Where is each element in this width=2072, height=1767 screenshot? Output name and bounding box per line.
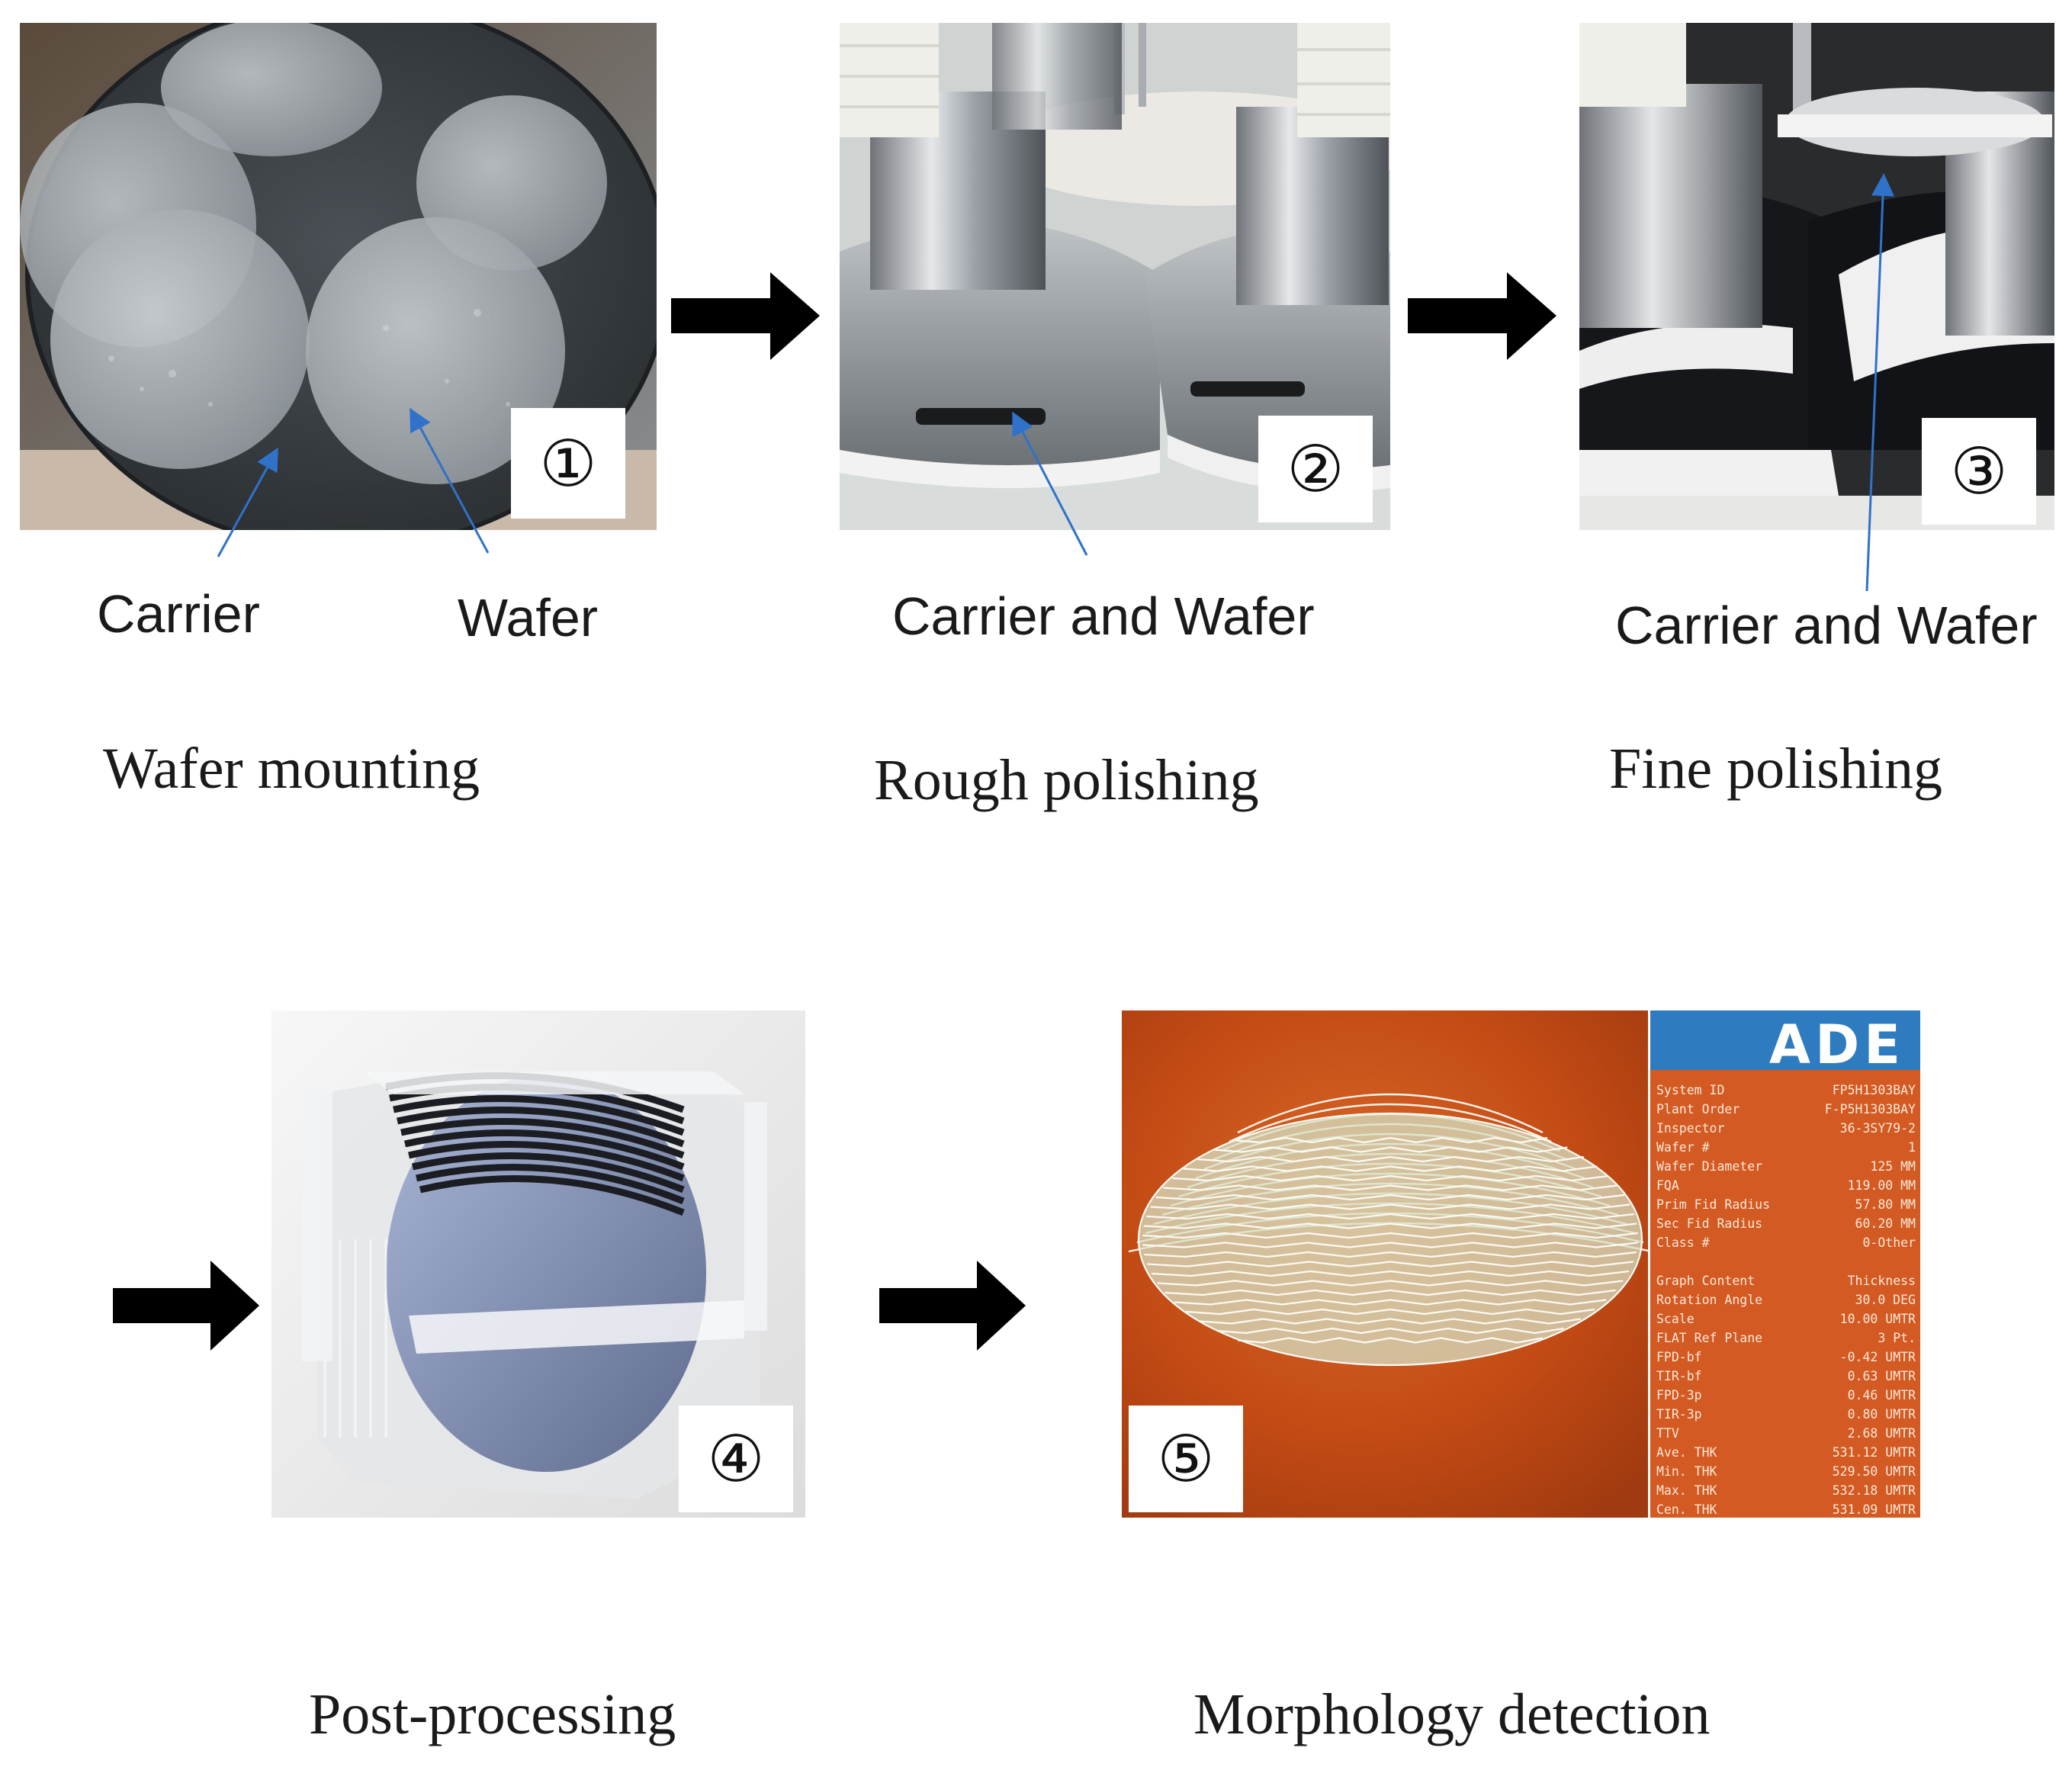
parameter-key: TIR-3p <box>1656 1407 1702 1422</box>
parameter-key: Wafer # <box>1656 1140 1710 1155</box>
parameter-row: Cen. THK 531.09 UMTR <box>1656 1500 1916 1518</box>
parameter-row: Prim Fid Radius 57.80 MM <box>1656 1195 1916 1214</box>
parameter-key: Cen. THK <box>1656 1502 1717 1517</box>
parameter-row: FLAT Ref Plane 3 Pt. <box>1656 1328 1916 1348</box>
parameter-key: Max. THK <box>1656 1483 1717 1498</box>
parameter-value: Thickness <box>1847 1274 1916 1288</box>
caption-fine-polishing: Fine polishing <box>1609 737 1943 801</box>
parameter-row: FPD-bf -0.42 UMTR <box>1656 1348 1916 1367</box>
step-number-1: ① <box>511 408 625 519</box>
parameter-row: Inspector 36-3SY79-2 <box>1656 1119 1916 1138</box>
parameter-value: 30.0 DEG <box>1855 1293 1916 1307</box>
parameter-row: Max. THK 532.18 UMTR <box>1656 1481 1916 1500</box>
parameter-row: Plant Order F-P5H1303BAY <box>1656 1100 1916 1119</box>
flow-arrow-2-to-3 <box>1408 272 1556 360</box>
step-number-3: ③ <box>1922 418 2036 525</box>
parameter-value: 125 MM <box>1870 1159 1916 1174</box>
parameter-row: Scale 10.00 UMTR <box>1656 1309 1916 1328</box>
parameter-value: 3 Pt. <box>1878 1331 1916 1345</box>
parameter-row: Min. THK 529.50 UMTR <box>1656 1462 1916 1481</box>
parameter-key: FPD-bf <box>1656 1350 1702 1364</box>
parameter-value: 532.18 UMTR <box>1832 1483 1916 1498</box>
parameter-key: System ID <box>1656 1083 1725 1097</box>
caption-wafer-mounting: Wafer mounting <box>103 737 480 801</box>
parameter-key: Min. THK <box>1656 1464 1717 1479</box>
parameter-value: 0-Other <box>1862 1235 1916 1250</box>
parameter-key: Graph Content <box>1656 1274 1756 1288</box>
parameter-key: TTV <box>1656 1426 1679 1441</box>
parameter-value: 2.68 UMTR <box>1847 1426 1916 1441</box>
carrier-and-wafer-label-3: Carrier and Wafer <box>1615 596 2038 655</box>
parameter-key: Rotation Angle <box>1656 1293 1763 1307</box>
parameter-value: 0.63 UMTR <box>1847 1369 1916 1383</box>
parameter-key: Plant Order <box>1656 1102 1740 1116</box>
parameter-key: FLAT Ref Plane <box>1656 1331 1763 1345</box>
parameter-value: -0.42 UMTR <box>1839 1350 1916 1364</box>
parameter-value: 0.46 UMTR <box>1847 1388 1916 1402</box>
flow-arrow-1-to-2 <box>671 272 820 360</box>
parameter-key: Sec Fid Radius <box>1656 1216 1763 1231</box>
parameter-row: Ave. THK 531.12 UMTR <box>1656 1443 1916 1462</box>
parameter-row: TIR-bf 0.63 UMTR <box>1656 1367 1916 1386</box>
parameter-key: Scale <box>1656 1312 1695 1326</box>
parameter-value: 10.00 UMTR <box>1839 1312 1916 1326</box>
parameter-value: 0.80 UMTR <box>1847 1407 1916 1422</box>
parameter-value: F-P5H1303BAY <box>1824 1102 1916 1116</box>
rough-polishing-photo <box>840 23 1390 530</box>
parameter-value: 60.20 MM <box>1855 1216 1916 1231</box>
carrier-label: Carrier <box>97 584 260 644</box>
caption-rough-polishing: Rough polishing <box>874 748 1259 812</box>
parameter-row: TIR-3p 0.80 UMTR <box>1656 1405 1916 1424</box>
parameter-value: FP5H1303BAY <box>1832 1083 1916 1097</box>
parameter-value: 1 <box>1908 1140 1916 1155</box>
carrier-and-wafer-label-2: Carrier and Wafer <box>892 586 1315 646</box>
caption-morphology-detection: Morphology detection <box>1193 1682 1711 1746</box>
caption-post-processing: Post-processing <box>309 1682 676 1746</box>
parameter-value: 531.12 UMTR <box>1832 1445 1916 1460</box>
inspection-parameter-list: System ID FP5H1303BAY Plant Order F-P5H1303… <box>1656 1081 1916 1518</box>
wafer-label: Wafer <box>458 588 599 647</box>
parameter-key: Class # <box>1656 1235 1710 1250</box>
parameter-row: Graph Content Thickness <box>1656 1271 1916 1290</box>
flow-arrow-into-4 <box>113 1261 259 1351</box>
step-number-4: ④ <box>679 1406 793 1512</box>
parameter-value: 57.80 MM <box>1855 1197 1916 1212</box>
flow-arrow-4-to-5 <box>879 1261 1026 1351</box>
post-processing-photo <box>271 1010 805 1518</box>
parameter-row: Wafer # 1 <box>1656 1138 1916 1157</box>
parameter-row: Class # 0-Other <box>1656 1233 1916 1252</box>
ade-logo: ADE <box>1650 1010 1920 1076</box>
parameter-key: FPD-3p <box>1656 1388 1702 1402</box>
parameter-key: FQA <box>1656 1178 1679 1193</box>
parameter-row: FPD-3p 0.46 UMTR <box>1656 1386 1916 1405</box>
parameter-key: Ave. THK <box>1656 1445 1717 1460</box>
inspection-data-panel: ADE System ID FP5H1303BAY Plant Order F-P5H… <box>1650 1010 1920 1518</box>
parameter-value: 119.00 MM <box>1847 1178 1916 1193</box>
parameter-value: 529.50 UMTR <box>1832 1464 1916 1479</box>
parameter-row: Wafer Diameter 125 MM <box>1656 1157 1916 1176</box>
parameter-key: Prim Fid Radius <box>1656 1197 1771 1212</box>
parameter-key: Inspector <box>1656 1121 1725 1136</box>
parameter-row: TTV 2.68 UMTR <box>1656 1424 1916 1443</box>
parameter-value: 36-3SY79-2 <box>1839 1121 1916 1136</box>
step-number-5: ⑤ <box>1129 1406 1243 1512</box>
step-number-2: ② <box>1258 416 1373 522</box>
parameter-key: TIR-bf <box>1656 1369 1702 1383</box>
parameter-row: Rotation Angle 30.0 DEG <box>1656 1290 1916 1309</box>
parameter-value: 531.09 UMTR <box>1832 1502 1916 1517</box>
parameter-row: System ID FP5H1303BAY <box>1656 1081 1916 1100</box>
parameter-row: FQA 119.00 MM <box>1656 1176 1916 1195</box>
parameter-key: Wafer Diameter <box>1656 1159 1763 1174</box>
parameter-row: Sec Fid Radius 60.20 MM <box>1656 1214 1916 1233</box>
